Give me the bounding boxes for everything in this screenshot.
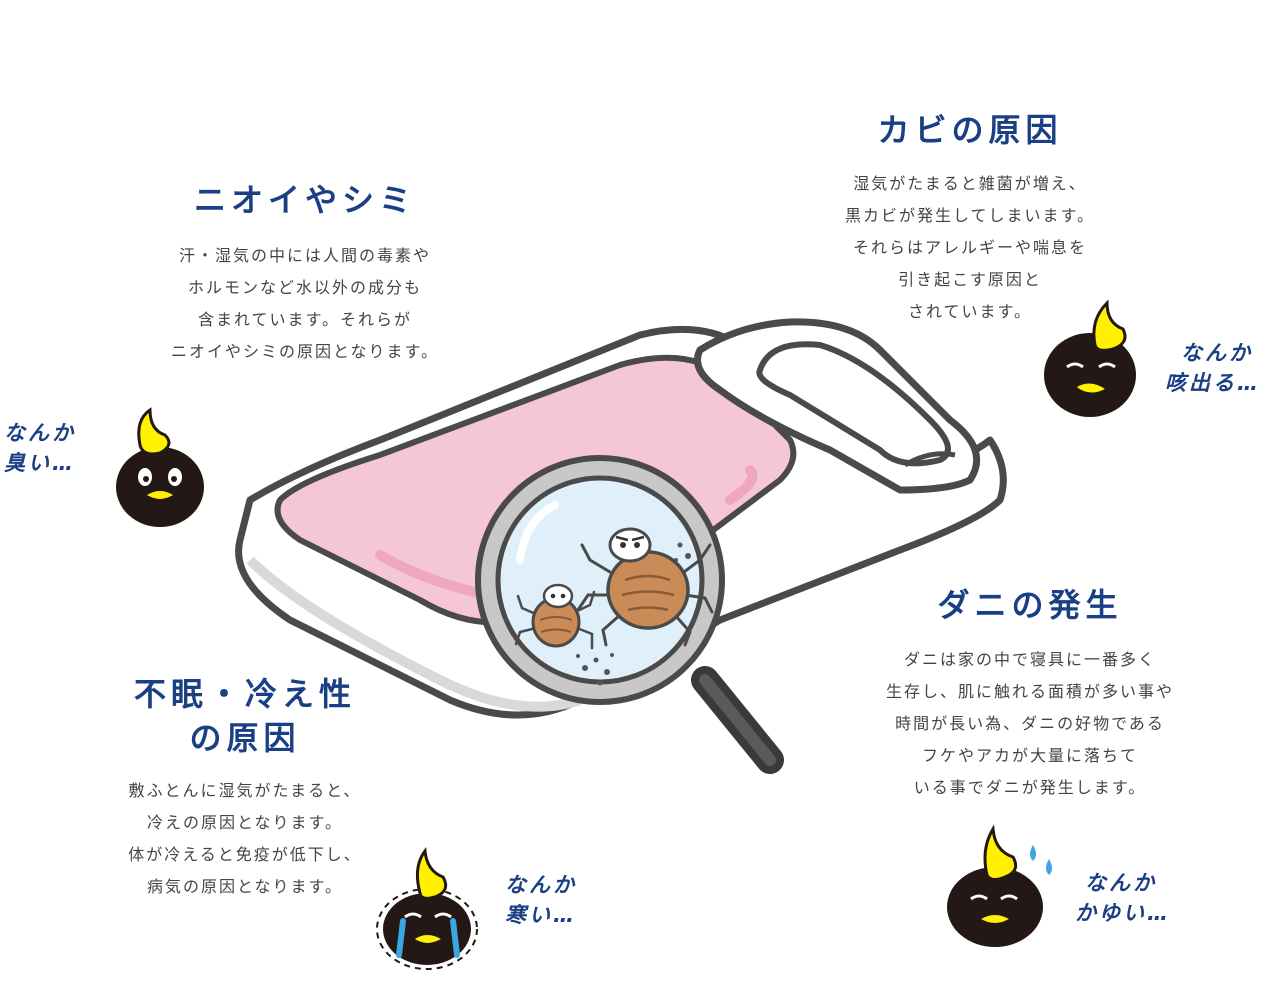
- mold-line: されています。: [908, 302, 1032, 321]
- cold-line: なんか: [505, 873, 577, 897]
- mites-line: ダニは家の中で寝具に一番多く: [903, 650, 1156, 669]
- odor-description: 汗・湿気の中には人間の毒素や ホルモンなど水以外の成分も 含まれています。それら…: [120, 240, 490, 368]
- mascot-itchy-icon: [947, 825, 1052, 947]
- dust-mite-icon: [514, 583, 596, 650]
- smelly-speech: なんか 臭い…: [4, 418, 76, 478]
- mascot-cold-icon: [376, 847, 478, 970]
- cough-speech: なんか 咳出る…: [1165, 338, 1261, 398]
- insomnia-description: 敷ふとんに湿気がたまると、 冷えの原因となります。 体が冷えると免疫が低下し、 …: [70, 775, 420, 903]
- mold-line: 引き起こす原因と: [898, 270, 1042, 289]
- itchy-line: かゆい…: [1075, 901, 1171, 925]
- pillow-icon: [694, 318, 981, 494]
- insomnia-heading: 不眠・冷え性 の原因: [100, 672, 390, 760]
- mites-line: 時間が長い為、ダニの好物である: [895, 714, 1165, 733]
- mold-heading: カビの原因: [877, 111, 1063, 149]
- insomnia-line: 病気の原因となります。: [147, 877, 343, 896]
- mascot-smelly-icon: [116, 407, 204, 527]
- insomnia-line: 体が冷えると免疫が低下し、: [128, 845, 362, 864]
- mold-line: それらはアレルギーや喘息を: [852, 238, 1087, 257]
- smelly-line: なんか: [4, 421, 76, 445]
- mold-line: 湿気がたまると雑菌が増え、: [853, 174, 1087, 193]
- odor-line: 汗・湿気の中には人間の毒素や: [178, 246, 431, 265]
- odor-line: ニオイやシミの原因となります。: [171, 342, 439, 361]
- mites-line: いる事でダニが発生します。: [913, 778, 1147, 797]
- mold-line: 黒カビが発生してしまいます。: [845, 206, 1095, 225]
- insomnia-heading-line: 不眠・冷え性: [133, 675, 356, 713]
- odor-line: ホルモンなど水以外の成分も: [187, 278, 422, 297]
- insomnia-line: 冷えの原因となります。: [147, 813, 343, 832]
- mites-line: 生存し、肌に触れる面積が多い事や: [885, 682, 1174, 701]
- cold-speech: なんか 寒い…: [505, 870, 577, 930]
- odor-line: 含まれています。それらが: [198, 310, 412, 329]
- mites-heading: ダニの発生: [937, 586, 1123, 624]
- mold-description: 湿気がたまると雑菌が増え、 黒カビが発生してしまいます。 それらはアレルギーや喘…: [800, 168, 1140, 328]
- itchy-line: なんか: [1085, 871, 1157, 895]
- itchy-speech: なんか かゆい…: [1075, 868, 1171, 928]
- insomnia-heading-line: の原因: [189, 719, 301, 757]
- mascot-cough-icon: [1044, 299, 1136, 417]
- mites-line: フケやアカが大量に落ちて: [921, 746, 1138, 765]
- cough-line: なんか: [1181, 341, 1253, 365]
- mites-description: ダニは家の中で寝具に一番多く 生存し、肌に触れる面積が多い事や 時間が長い為、ダ…: [840, 644, 1220, 804]
- smelly-line: 臭い…: [4, 451, 76, 475]
- cough-line: 咳出る…: [1165, 371, 1261, 395]
- cold-line: 寒い…: [505, 903, 577, 927]
- dust-mite-icon: [576, 527, 714, 647]
- odor-heading: ニオイやシミ: [193, 181, 416, 219]
- insomnia-line: 敷ふとんに湿気がたまると、: [128, 781, 362, 800]
